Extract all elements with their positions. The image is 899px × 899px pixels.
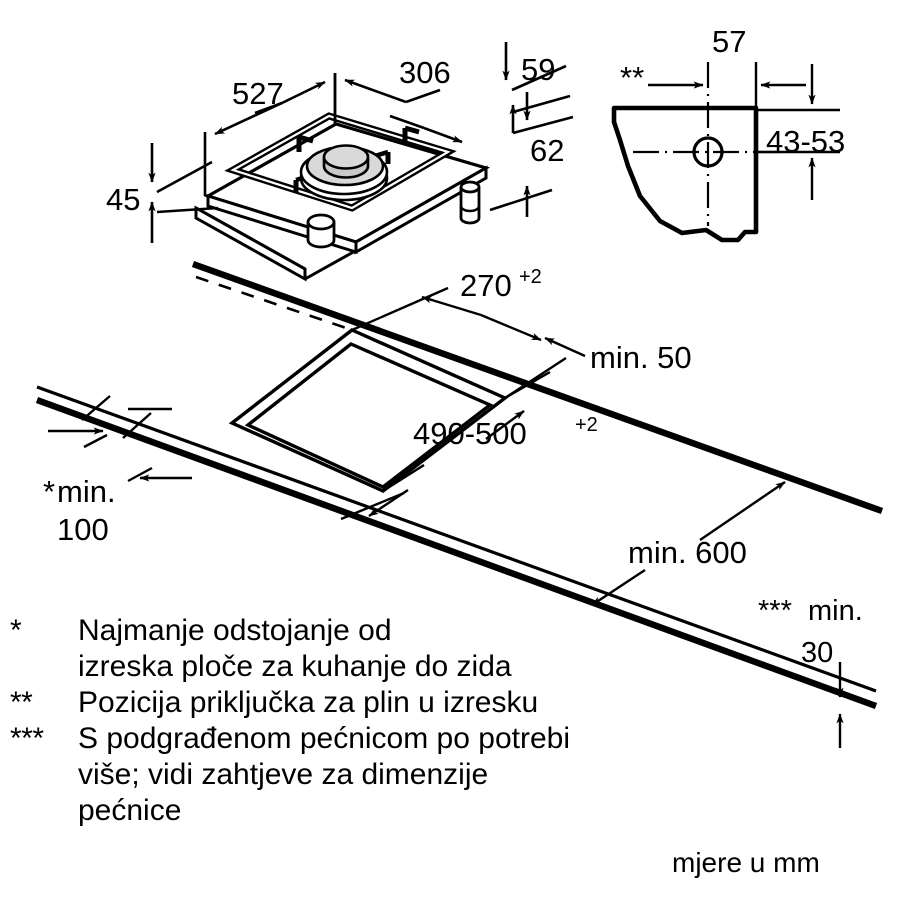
legend-line: izreska ploče za kuhanje do zida xyxy=(78,650,512,683)
dimension-59 xyxy=(502,42,571,133)
legend-marker-3: *** xyxy=(10,722,44,755)
dimension-value-100: 100 xyxy=(57,512,109,547)
dimension-label-62: 62 xyxy=(530,133,564,168)
dimension-sup-490-500: +2 xyxy=(575,414,598,436)
dimension-label-270-group: 270 +2 xyxy=(460,266,542,303)
worktop-perspective xyxy=(35,260,884,710)
marker-asterisk-100: * xyxy=(43,474,55,509)
legend-footnotes: * Najmanje odstojanje od izreska ploče z… xyxy=(10,613,670,829)
dimension-min-100 xyxy=(48,395,192,483)
legend-text-1: Najmanje odstojanje od izreska ploče za … xyxy=(78,613,670,685)
dimension-label-45: 45 xyxy=(106,182,140,217)
legend-text-3: S podgrađenom pećnicom po potrebi više; … xyxy=(78,721,670,829)
gas-connection-detail xyxy=(611,62,840,243)
dimension-min-600 xyxy=(591,481,786,607)
dimension-45-height xyxy=(148,143,219,243)
marker-double-asterisk: ** xyxy=(620,60,644,95)
legend-line: Pozicija priključka za plin u izresku xyxy=(78,686,539,719)
dimension-490-500 xyxy=(340,370,551,521)
dimension-label-min-30: min. xyxy=(808,595,863,627)
dimension-62 xyxy=(489,115,574,217)
dimension-label-306: 306 xyxy=(399,55,451,90)
worktop-front-edge-top xyxy=(36,385,877,693)
legend-line: S podgrađenom pećnicom po potrebi xyxy=(78,722,570,755)
dimension-label-57: 57 xyxy=(712,24,746,59)
dimension-label-min-100: min. xyxy=(57,474,116,509)
hob-burner xyxy=(299,144,389,202)
worktop-front-edge-bottom xyxy=(35,396,878,710)
legend-item-2: ** Pozicija priključka za plin u izresku xyxy=(10,685,670,721)
legend-marker-2: ** xyxy=(10,686,33,719)
legend-text-2: Pozicija priključka za plin u izresku xyxy=(78,685,670,721)
legend-line: Najmanje odstojanje od xyxy=(78,614,392,647)
dimension-label-43-53: 43-53 xyxy=(766,124,845,159)
gas-pipe-stub xyxy=(459,180,481,225)
dimension-306 xyxy=(333,73,463,144)
dimension-label-490-500-group: 490-500 +2 xyxy=(413,414,598,451)
dimension-label-min-50: min. 50 xyxy=(590,340,692,375)
dimension-sup-270: +2 xyxy=(519,266,542,288)
legend-item-3: *** S podgrađenom pećnicom po potrebi vi… xyxy=(10,721,670,829)
projection-line-left xyxy=(195,275,353,332)
hob-control-knob xyxy=(306,213,336,249)
marker-triple-asterisk-30: *** xyxy=(758,595,792,627)
dimension-min-50 xyxy=(544,336,586,358)
worktop-rear-edge xyxy=(191,260,884,515)
legend-line: pećnice xyxy=(78,794,182,827)
legend-marker-1: * xyxy=(10,614,22,647)
hob-isometric-drawing xyxy=(194,112,491,282)
legend-line: više; vidi zahtjeve za dimenzije xyxy=(78,758,489,791)
units-note: mjere u mm xyxy=(672,847,820,878)
dimension-label-270: 270 xyxy=(460,268,512,303)
dimension-label-527: 527 xyxy=(232,76,284,111)
dimension-label-59: 59 xyxy=(521,52,555,87)
dimension-label-min-600: min. 600 xyxy=(628,535,747,570)
dimension-label-490-500: 490-500 xyxy=(413,416,527,451)
worktop-cutout xyxy=(228,328,509,493)
dimension-value-30: 30 xyxy=(801,637,833,669)
legend-item-1: * Najmanje odstojanje od izreska ploče z… xyxy=(10,613,670,685)
